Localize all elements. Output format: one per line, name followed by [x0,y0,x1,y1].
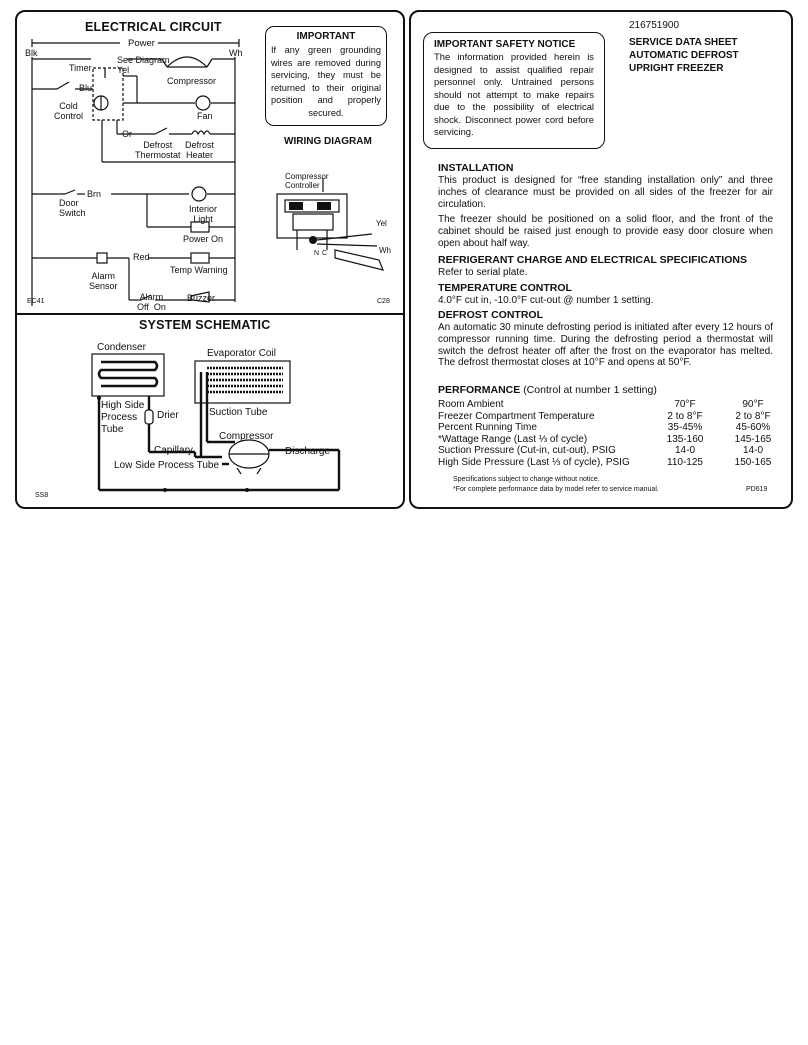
power-on-label: Power On [183,234,224,244]
performance-label: Freezer Compartment Temperature [438,410,595,422]
performance-label: High Side Pressure (Last ⅓ of cycle), PS… [438,456,630,468]
performance-value-90f: 14-0 [742,445,763,456]
evaporator-coil-label: Evaporator Coil [207,348,276,359]
performance-row: Freezer Compartment Temperature 2 to 8°F 2… [438,411,773,423]
footnote-1: Specifications subject to change without… [453,476,600,483]
capillary-label: Capillary [154,445,193,456]
important-title: IMPORTANT [296,31,356,42]
alarm-off-on-label: Alarm Off On [137,292,166,312]
wiring-diagram [276,178,384,271]
cold-control-label: Cold Control [54,101,84,121]
drier-label: Drier [157,410,179,421]
performance-label: Percent Running Time [438,422,537,433]
important-notice: IMPORTANT If any green grounding wires a… [265,26,387,126]
wiring-n-label: N [314,250,320,257]
performance-value-70f: 14-0 [674,445,695,456]
part-number: 216751900 [629,20,680,31]
safety-notice: IMPORTANT SAFETY NOTICE The information … [423,32,605,149]
footnote-2: *For complete performance data by model … [453,486,659,493]
power-label: Power [125,38,158,49]
refrigerant-heading: REFRIGERANT CHARGE AND ELECTRICAL SPECIF… [438,254,747,266]
low-side-label: Low Side Process Tube [114,460,220,471]
schematic-code: SS8 [35,492,49,499]
compressor-controller-label: Compressor Controller [285,172,329,190]
buzzer-label: Buzzer [187,293,216,303]
performance-value-70f: 70°F [674,399,696,410]
schematic-compressor-label: Compressor [219,431,274,442]
electrical-circuit-diagram [31,39,240,306]
wh-label: Wh [229,48,243,58]
temperature-text: 4.0°F cut in, -10.0°F cut-out @ number 1… [438,295,654,306]
performance-label: Suction Pressure (Cut-in, cut-out), PSIG [438,445,616,456]
section-divider [17,313,403,315]
defrost-text: An automatic 30 minute defrosting period… [438,322,773,369]
performance-value-70f: 135-160 [666,433,704,445]
circuit-code-right: C28 [377,298,390,305]
high-side-label: High Side Process Tube [101,400,145,435]
circuit-code-left: EC41 [27,298,45,305]
brn-label: Brn [87,189,102,199]
circuit-title: ELECTRICAL CIRCUIT [85,20,222,34]
performance-value-90f: 45-60% [735,422,771,433]
door-switch-label: Door Switch [59,198,86,218]
right-panel: IMPORTANT SAFETY NOTICE The information … [409,10,793,509]
safety-body: The information provided herein is desig… [434,51,594,137]
temperature-heading: TEMPERATURE CONTROL [438,282,572,294]
wiring-c-label: C [322,250,328,257]
doc-title-line-3: UPRIGHT FREEZER [629,63,724,74]
see-diagram-label: See Diagram [117,55,170,65]
performance-value-70f: 35-45% [667,422,703,433]
suction-tube-label: Suction Tube [209,407,268,418]
performance-row: Percent Running Time 35-45% 45-60% [438,422,773,434]
alarm-sensor-label: Alarm Sensor [89,271,118,291]
safety-title: IMPORTANT SAFETY NOTICE [434,39,576,50]
timer-label: Timer [69,63,92,73]
performance-value-90f: 150-165 [734,456,772,468]
footnote-code: PD619 [746,486,768,493]
temp-warning-label: Temp Warning [170,265,228,275]
wiring-diagram-title: WIRING DIAGRAM [284,136,372,147]
performance-value-70f: 2 to 8°F [667,410,703,422]
performance-row: Room Ambient 70°F 90°F [438,399,773,411]
compressor-label: Compressor [167,76,217,86]
defrost-heading: DEFROST CONTROL [438,309,543,321]
defrost-heater-label: Defrost Heater [185,140,215,160]
blk-label: Blk [25,48,38,58]
interior-light-label: Interior Light [189,204,218,224]
defrost-thermostat-label: Defrost Thermostat [135,140,181,160]
performance-row: *Wattage Range (Last ⅓ of cycle) 135-160 1… [438,434,773,446]
blu-label: Blu [79,83,93,93]
or-label: Or [122,129,132,139]
performance-value-90f: 2 to 8°F [735,410,771,422]
wiring-wh-label: Wh [379,246,391,255]
performance-heading-row: PERFORMANCE (Control at number 1 setting… [438,384,657,396]
system-schematic-diagram [91,353,341,492]
performance-value-90f: 90°F [742,399,764,410]
important-body: If any green grounding wires are removed… [271,45,381,118]
performance-note: (Control at number 1 setting) [523,384,657,396]
installation-p2: The freezer should be positioned on a so… [438,214,773,249]
discharge-label: Discharge [285,446,331,457]
schematic-title: SYSTEM SCHEMATIC [139,318,271,332]
wiring-yel-label: Yel [376,219,387,228]
red-label: Red [133,252,150,262]
refrigerant-text: Refer to serial plate. [438,267,528,278]
left-panel: ELECTRICAL CIRCUIT [15,10,405,509]
performance-row: High Side Pressure (Last ⅓ of cycle), PS… [438,457,773,469]
performance-value-90f: 145-165 [734,433,772,445]
performance-value-70f: 110-125 [667,456,703,468]
doc-title-line-1: SERVICE DATA SHEET [629,37,738,48]
performance-label: *Wattage Range (Last ⅓ of cycle) [438,433,588,445]
doc-title-line-2: AUTOMATIC DEFROST [629,50,739,61]
yel-label: Yel [117,65,130,75]
condenser-label: Condenser [97,342,146,353]
installation-p1: This product is designed for “free stand… [438,175,773,210]
performance-row: Suction Pressure (Cut-in, cut-out), PSIG… [438,445,773,457]
fan-label: Fan [197,111,213,121]
installation-heading: INSTALLATION [438,162,514,174]
performance-heading: PERFORMANCE [438,384,521,396]
performance-label: Room Ambient [438,399,504,410]
